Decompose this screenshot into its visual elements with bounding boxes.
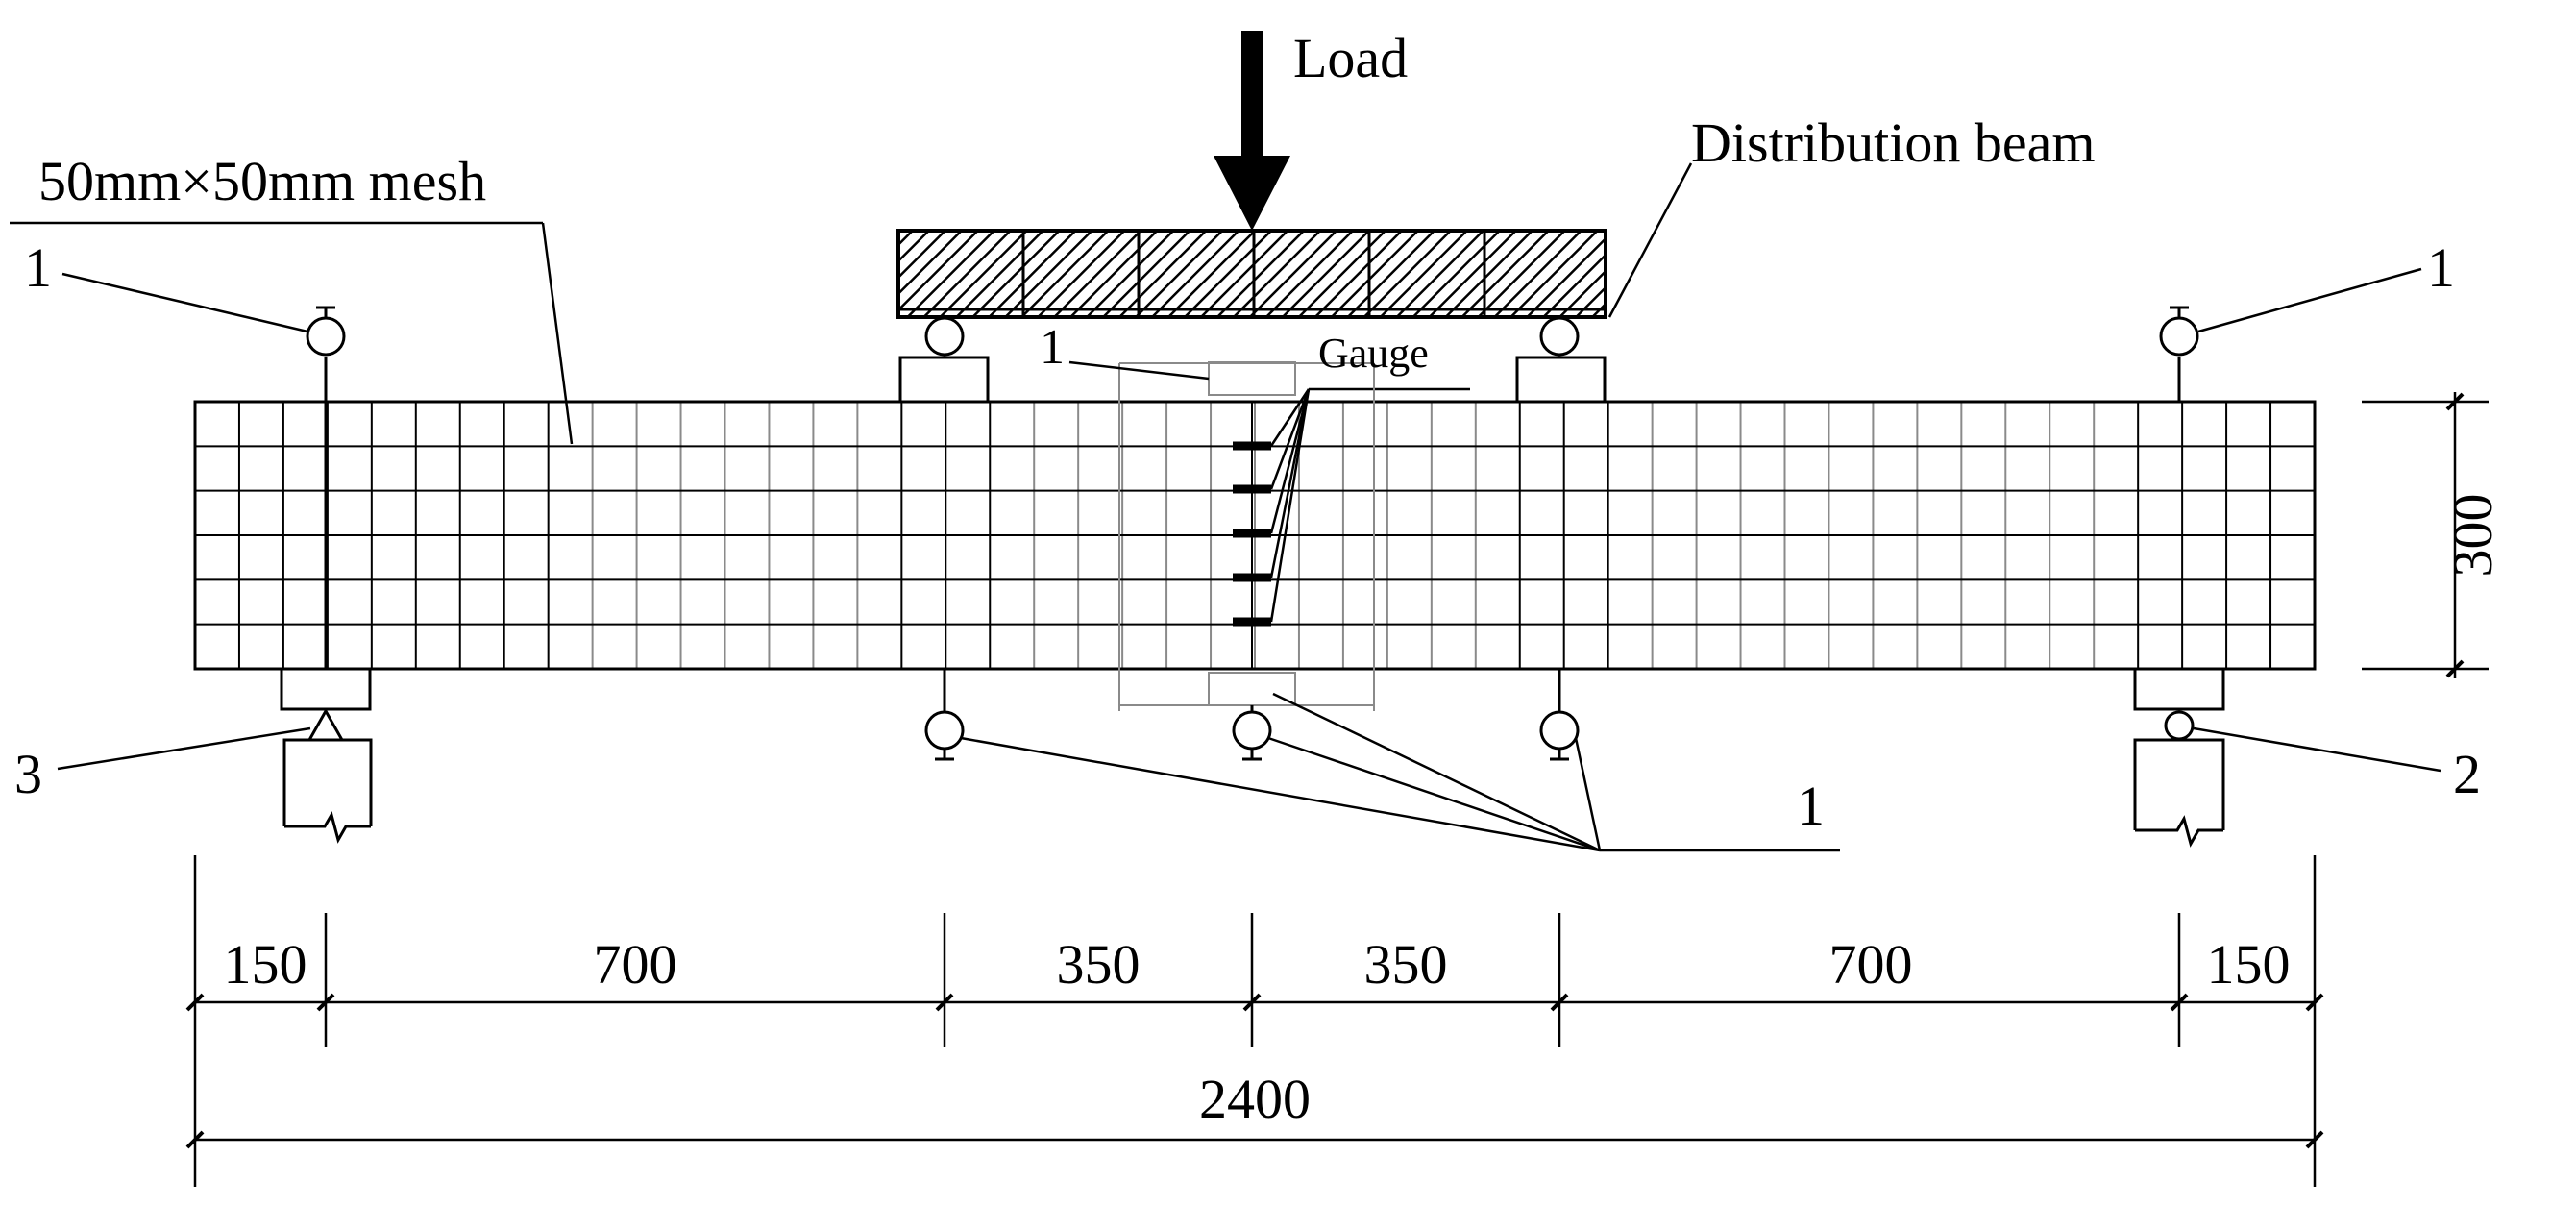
dimension-label-4: 350 [1364, 933, 1448, 996]
load-arrow [1214, 31, 1290, 231]
dimension-label-5: 700 [1829, 933, 1913, 996]
leader-lines [10, 162, 2441, 852]
dial-gauge-marker-top-right: 1 [2427, 236, 2455, 299]
pin-support-marker: 3 [14, 743, 42, 805]
height-dimension-label: 300 [2441, 494, 2504, 578]
mesh-label: 50mm×50mm mesh [38, 150, 486, 212]
dimension-lines [185, 392, 2489, 1187]
distribution-beam-label: Distribution beam [1691, 111, 2095, 174]
dimension-label-6: 150 [2207, 933, 2291, 996]
dial-gauge-marker-top-left: 1 [24, 236, 52, 299]
strain-gauges [1118, 361, 1470, 711]
load-label: Load [1293, 27, 1408, 89]
right-support-roller [2133, 667, 2225, 848]
dimension-label-1: 150 [224, 933, 307, 996]
loading-points [898, 316, 1607, 404]
roller-support-marker: 2 [2453, 743, 2481, 805]
dial-gauge-marker-bottom: 1 [1797, 775, 1825, 837]
dial-gauge-marker-gauge-zone: 1 [1040, 320, 1065, 375]
dial-gauges-bottom [924, 669, 1580, 761]
dimension-label-3: 350 [1057, 933, 1141, 996]
left-support-pin [280, 667, 373, 844]
gauge-label: Gauge [1318, 330, 1429, 377]
dial-gauges-top [306, 306, 2199, 669]
dimension-label-2: 700 [594, 933, 677, 996]
dimension-total-label: 2400 [1199, 1068, 1311, 1130]
distribution-beam [896, 229, 1607, 319]
